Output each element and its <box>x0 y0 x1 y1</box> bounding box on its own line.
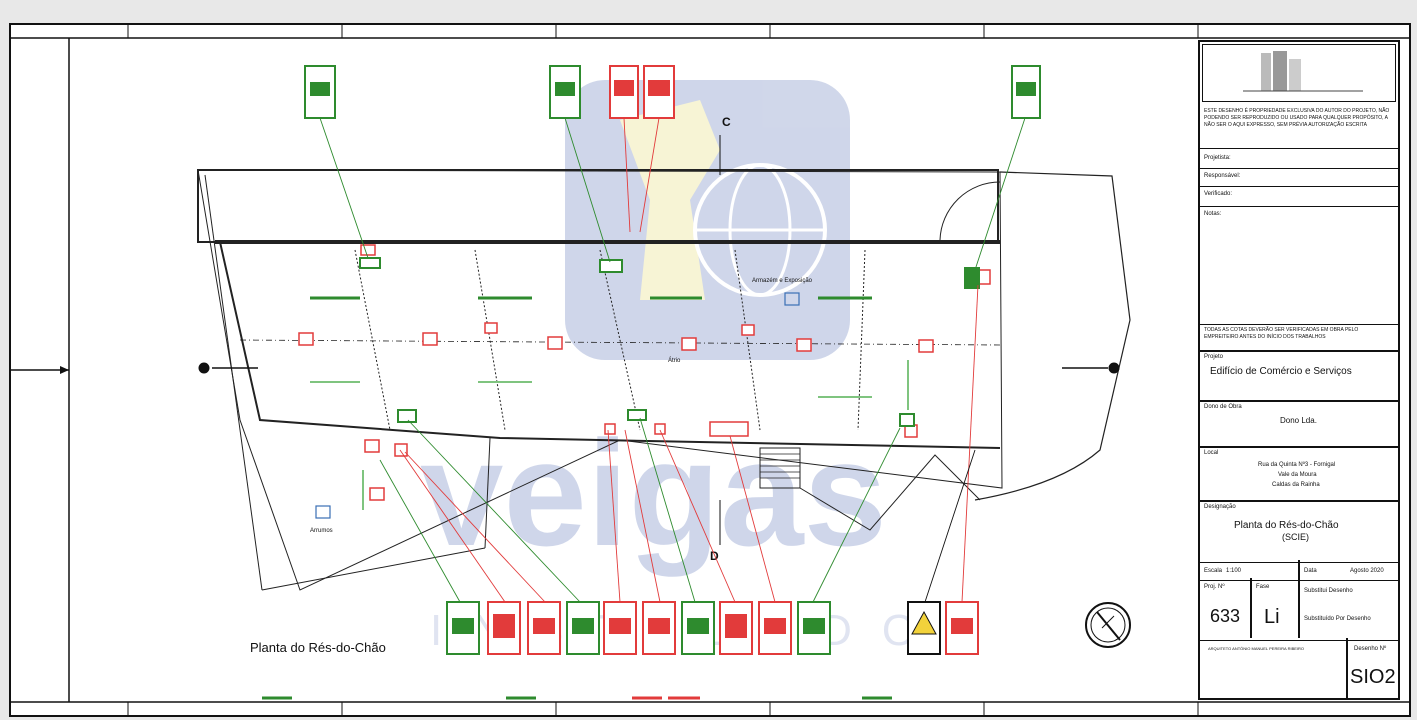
sign-cards-bottom <box>446 601 979 655</box>
replaced-label: Substituído Por Desenho <box>1304 616 1371 622</box>
date-label: Data <box>1304 568 1317 574</box>
section-arrow-icon <box>198 135 1120 545</box>
location-line3: Caldas da Rainha <box>1272 482 1320 488</box>
building-logo-icon <box>1243 51 1363 92</box>
scale-label: Escala <box>1204 568 1223 574</box>
title-block-dividers <box>1250 578 1252 638</box>
drawn-label: Substitui Desenho <box>1304 588 1353 594</box>
owner-label: Dono de Obra <box>1204 404 1242 410</box>
room-label-atrio: Átrio <box>668 357 681 364</box>
plan-label: Planta do Rés-do-Chão <box>250 640 386 655</box>
designation: Planta do Rés-do-Chão <box>1234 520 1339 531</box>
sign-cards-top <box>304 65 1041 119</box>
field-projetista: Projetista: <box>1204 155 1231 161</box>
signage-symbols <box>359 257 980 427</box>
field-verificado: Verificado: <box>1204 191 1233 197</box>
title-block: ESTE DESENHO É PROPRIEDADE EXCLUSIVA DO … <box>1198 40 1400 700</box>
location-line2: Vale da Moura <box>1278 472 1317 478</box>
scale: 1:100 <box>1226 568 1242 574</box>
room-label-arrumos: Arrumos <box>310 528 333 534</box>
leader-lines <box>319 117 1026 603</box>
owner-name: Dono Lda. <box>1280 416 1317 425</box>
location-label: Local <box>1204 450 1219 456</box>
notes-footer: TODAS AS COTAS DEVERÃO SER VERIFICADAS E… <box>1204 327 1359 340</box>
project-name: Edifício de Comércio e Serviços <box>1210 366 1352 377</box>
disclaimer: ESTE DESENHO É PROPRIEDADE EXCLUSIVA DO … <box>1204 108 1390 128</box>
field-responsavel: Responsável: <box>1204 173 1241 179</box>
sheet-label: Desenho Nº <box>1354 646 1387 652</box>
fire-equipment-symbols <box>298 244 991 501</box>
watermark: veigas INSTALADOR <box>420 80 978 655</box>
proc-label: Proj. Nº <box>1204 584 1225 590</box>
project-label: Projeto <box>1204 354 1224 360</box>
phase: Li <box>1264 606 1280 628</box>
location-line1: Rua da Quinta Nº3 - Fornigal <box>1258 462 1336 468</box>
north-arrow-icon <box>1085 602 1131 648</box>
proc-no: 633 <box>1210 606 1241 626</box>
phase-label: Fase <box>1256 584 1270 590</box>
title-block-dividers-2 <box>1298 560 1300 638</box>
room-label-armazem: Armazém e Exposição <box>752 278 813 284</box>
section-mark-c: C <box>722 115 731 129</box>
date: Agosto 2020 <box>1350 568 1384 574</box>
title-block-dividers-3 <box>1346 638 1348 698</box>
author-block: ARQUITETO ANTÓNIO MANUEL PEREIRA RIBEIRO <box>1208 646 1305 651</box>
logo-panel <box>1202 44 1396 102</box>
designation-label: Designação <box>1204 504 1236 510</box>
field-notas: Notas: <box>1204 211 1222 217</box>
watermark-brand: veigas <box>420 409 887 577</box>
designation-code: (SCIE) <box>1282 532 1309 542</box>
floor-plan <box>197 169 1131 591</box>
sheet-no: SIO2 <box>1350 666 1396 688</box>
